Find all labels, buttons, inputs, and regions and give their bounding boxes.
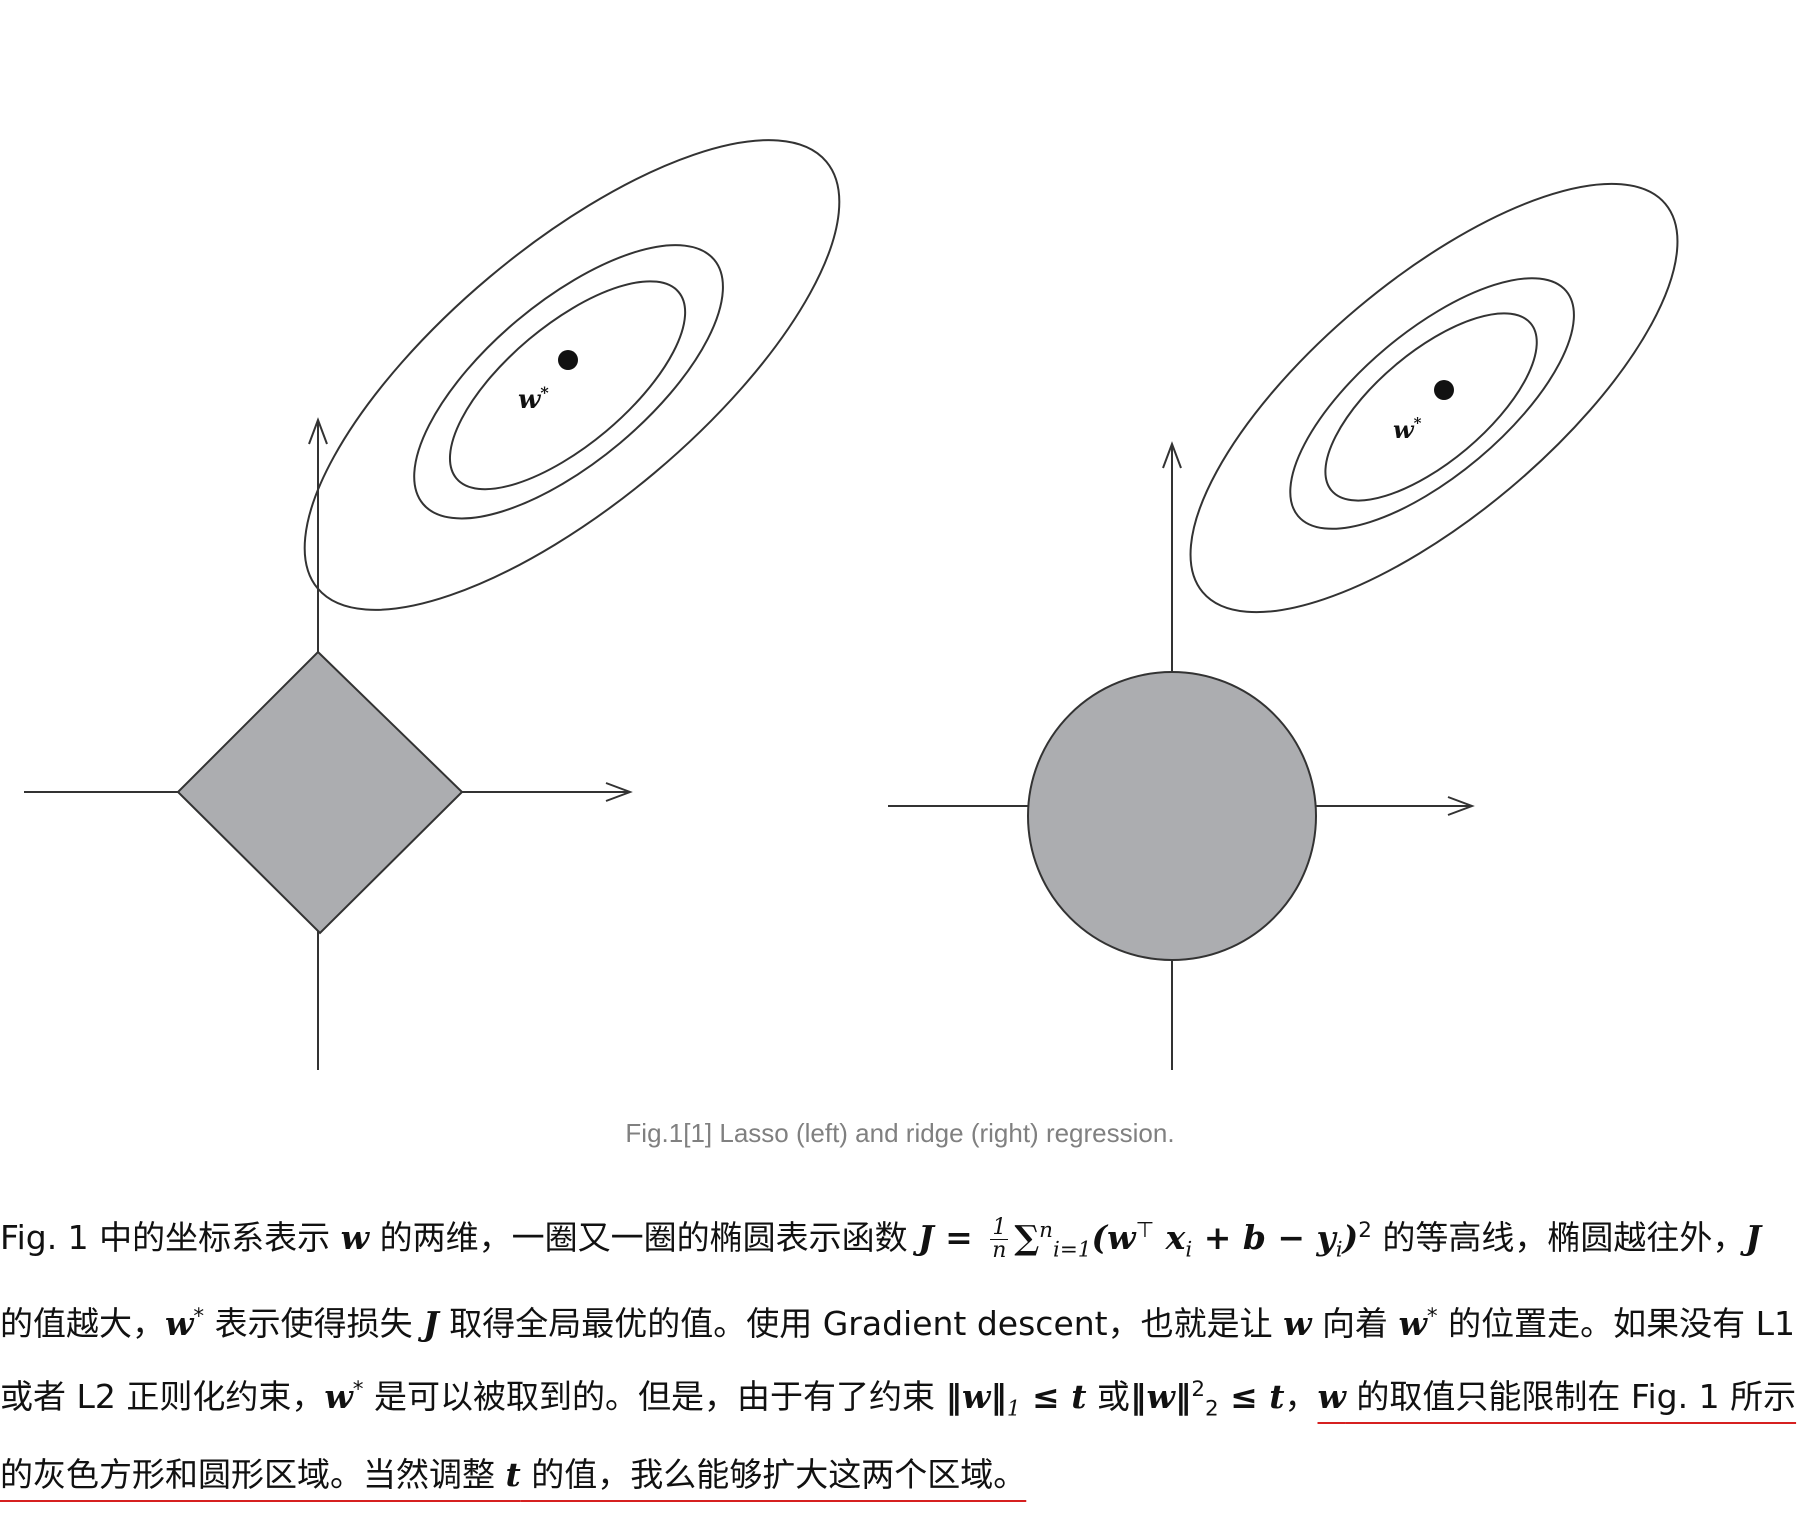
lasso-optimum-point xyxy=(558,350,578,370)
lasso-contour-middle xyxy=(413,244,724,520)
lasso-panel: w* xyxy=(24,139,841,1070)
ridge-contour-middle xyxy=(1289,277,1575,530)
lasso-contour-inner xyxy=(448,280,687,491)
ridge-contour-outer xyxy=(1189,182,1679,614)
figure-caption: Fig.1[1] Lasso (left) and ridge (right) … xyxy=(625,1118,1175,1148)
ridge-x-arrowhead xyxy=(1447,796,1475,816)
ridge-contour-inner xyxy=(1324,312,1538,502)
underlined-sentence: w 的取值只能限制在 Fig. 1 所示的灰色方形和圆形区域。当然调整 t 的值… xyxy=(0,1376,1797,1495)
ridge-optimum-point xyxy=(1434,380,1454,400)
lasso-contour-outer xyxy=(303,139,841,611)
l1-diamond-region xyxy=(176,650,464,935)
lasso-y-arrowhead xyxy=(308,417,328,445)
ridge-y-arrowhead xyxy=(1162,441,1182,469)
ridge-optimum-label: w* xyxy=(1393,414,1422,444)
l2-circle-region xyxy=(1027,671,1317,961)
lasso-optimum-label: w* xyxy=(518,383,549,415)
lasso-ridge-figure: w* w* xyxy=(24,139,1679,1070)
lasso-x-arrowhead xyxy=(605,782,633,802)
ridge-panel: w* xyxy=(888,182,1679,1070)
